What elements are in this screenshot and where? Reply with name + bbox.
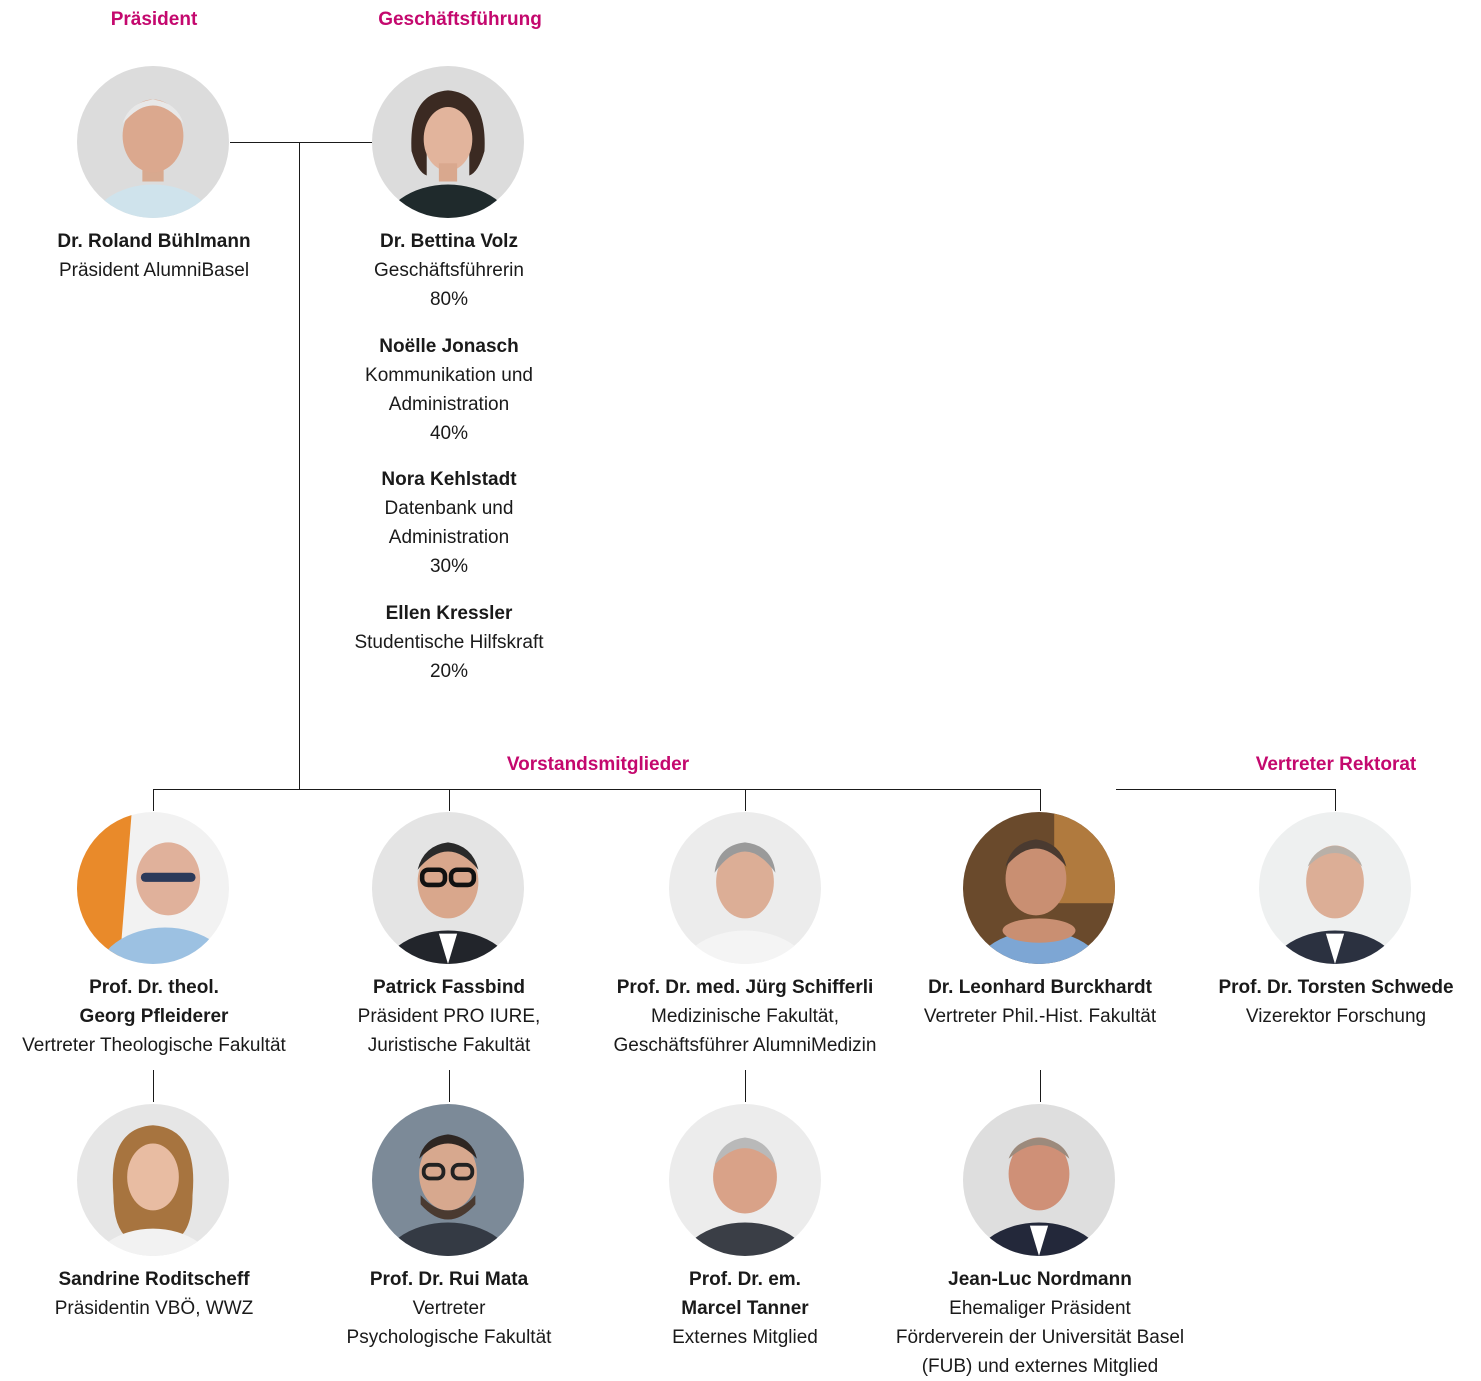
person-nordmann: Jean-Luc Nordmann Ehemaliger Präsident F… — [868, 1265, 1212, 1381]
person-workload: 40% — [429, 423, 469, 444]
portrait-photo-schifferli — [669, 812, 821, 964]
connector-sub-3 — [745, 1070, 746, 1102]
portrait-photo-roditscheff — [77, 1104, 229, 1256]
heading-rectorate: Vertreter Rektorat — [1255, 754, 1417, 775]
person-roditscheff: Sandrine Roditscheff Präsidentin VBÖ, WW… — [0, 1265, 314, 1323]
person-name: Marcel Tanner — [681, 1298, 809, 1319]
connector-sub-2 — [449, 1070, 450, 1102]
person-kressler: Ellen Kressler Studentische Hilfskraft 2… — [289, 599, 609, 686]
portrait-photo-buehlmann — [77, 66, 229, 218]
heading-board: Vorstandsmitglieder — [506, 754, 690, 775]
person-role: Kommunikation und — [365, 365, 533, 386]
heading-president: Präsident — [110, 9, 198, 30]
connector-sub-1 — [153, 1070, 154, 1102]
person-pfleiderer: Prof. Dr. theol. Georg Pfleiderer Vertre… — [0, 973, 314, 1060]
person-role: Administration — [388, 527, 510, 548]
person-role: Ehemaliger Präsident — [949, 1298, 1131, 1319]
person-workload: 20% — [429, 661, 469, 682]
person-role: Präsident PRO IURE, — [357, 1006, 541, 1027]
person-kehlstadt: Nora Kehlstadt Datenbank und Administrat… — [289, 465, 609, 581]
portrait-photo-fassbind — [372, 812, 524, 964]
portrait-photo-schwede — [1259, 812, 1411, 964]
person-role: Vertreter — [412, 1298, 486, 1319]
person-role: Vizerektor Forschung — [1245, 1006, 1427, 1027]
person-schifferli: Prof. Dr. med. Jürg Schifferli Medizinis… — [585, 973, 905, 1060]
person-role: Vertreter Theologische Fakultät — [22, 1035, 286, 1056]
person-name: Jean-Luc Nordmann — [948, 1269, 1132, 1290]
connector-board-bar — [153, 789, 1041, 790]
person-role: Datenbank und — [384, 498, 514, 519]
person-workload: 80% — [429, 289, 469, 310]
person-name: Prof. Dr. Rui Mata — [369, 1269, 529, 1290]
person-name: Dr. Bettina Volz — [380, 231, 518, 252]
person-tanner: Prof. Dr. em. Marcel Tanner Externes Mit… — [585, 1265, 905, 1352]
person-role: Administration — [388, 394, 510, 415]
person-name: Patrick Fassbind — [372, 977, 526, 998]
person-fassbind: Patrick Fassbind Präsident PRO IURE, Jur… — [289, 973, 609, 1060]
person-name: Prof. Dr. med. Jürg Schifferli — [616, 977, 874, 998]
person-name: Prof. Dr. em. — [689, 1269, 801, 1290]
connector-drop-2 — [449, 789, 450, 811]
person-burckhardt: Dr. Leonhard Burckhardt Vertreter Phil.-… — [880, 973, 1200, 1031]
portrait-photo-nordmann — [963, 1104, 1115, 1256]
portrait-photo-mata — [372, 1104, 524, 1256]
connector-sub-4 — [1040, 1070, 1041, 1102]
person-schwede: Prof. Dr. Torsten Schwede Vizerektor For… — [1176, 973, 1481, 1031]
portrait-photo-volz — [372, 66, 524, 218]
person-mata: Prof. Dr. Rui Mata Vertreter Psychologis… — [289, 1265, 609, 1352]
person-role: Präsident AlumniBasel — [58, 260, 250, 281]
person-name: Ellen Kressler — [385, 603, 513, 624]
person-name: Sandrine Roditscheff — [58, 1269, 250, 1290]
connector-top — [230, 142, 372, 143]
person-name: Prof. Dr. Torsten Schwede — [1218, 977, 1454, 998]
person-jonasch: Noëlle Jonasch Kommunikation und Adminis… — [289, 332, 609, 448]
person-name: Georg Pfleiderer — [79, 1006, 229, 1027]
portrait-photo-burckhardt — [963, 812, 1115, 964]
person-name: Noëlle Jonasch — [379, 336, 519, 357]
heading-management: Geschäftsführung — [378, 9, 542, 30]
person-role: Juristische Fakultät — [367, 1035, 531, 1056]
person-role: Präsidentin VBÖ, WWZ — [54, 1298, 254, 1319]
person-role: Vertreter Phil.-Hist. Fakultät — [923, 1006, 1157, 1027]
connector-drop-4 — [1040, 789, 1041, 811]
person-role: Medizinische Fakultät, — [651, 1006, 839, 1027]
person-role: Studentische Hilfskraft — [354, 632, 544, 653]
portrait-photo-pfleiderer — [77, 812, 229, 964]
connector-drop-5 — [1335, 789, 1336, 811]
person-name: Nora Kehlstadt — [381, 469, 517, 490]
person-workload: 30% — [429, 556, 469, 577]
connector-rectorate-bar — [1116, 789, 1336, 790]
person-role: (FUB) und externes Mitglied — [921, 1356, 1159, 1377]
person-name: Prof. Dr. theol. — [89, 977, 219, 998]
connector-drop-1 — [153, 789, 154, 811]
person-buehlmann: Dr. Roland Bühlmann Präsident AlumniBase… — [0, 227, 314, 285]
person-role: Förderverein der Universität Basel — [895, 1327, 1185, 1348]
person-volz: Dr. Bettina Volz Geschäftsführerin 80% — [289, 227, 609, 314]
person-role: Psychologische Fakultät — [346, 1327, 552, 1348]
person-role: Externes Mitglied — [672, 1327, 818, 1348]
person-role: Geschäftsführer AlumniMedizin — [613, 1035, 877, 1056]
person-name: Dr. Leonhard Burckhardt — [928, 977, 1152, 998]
connector-trunk — [299, 142, 300, 790]
connector-drop-3 — [745, 789, 746, 811]
person-name: Dr. Roland Bühlmann — [57, 231, 251, 252]
person-role: Geschäftsführerin — [374, 260, 524, 281]
portrait-photo-tanner — [669, 1104, 821, 1256]
